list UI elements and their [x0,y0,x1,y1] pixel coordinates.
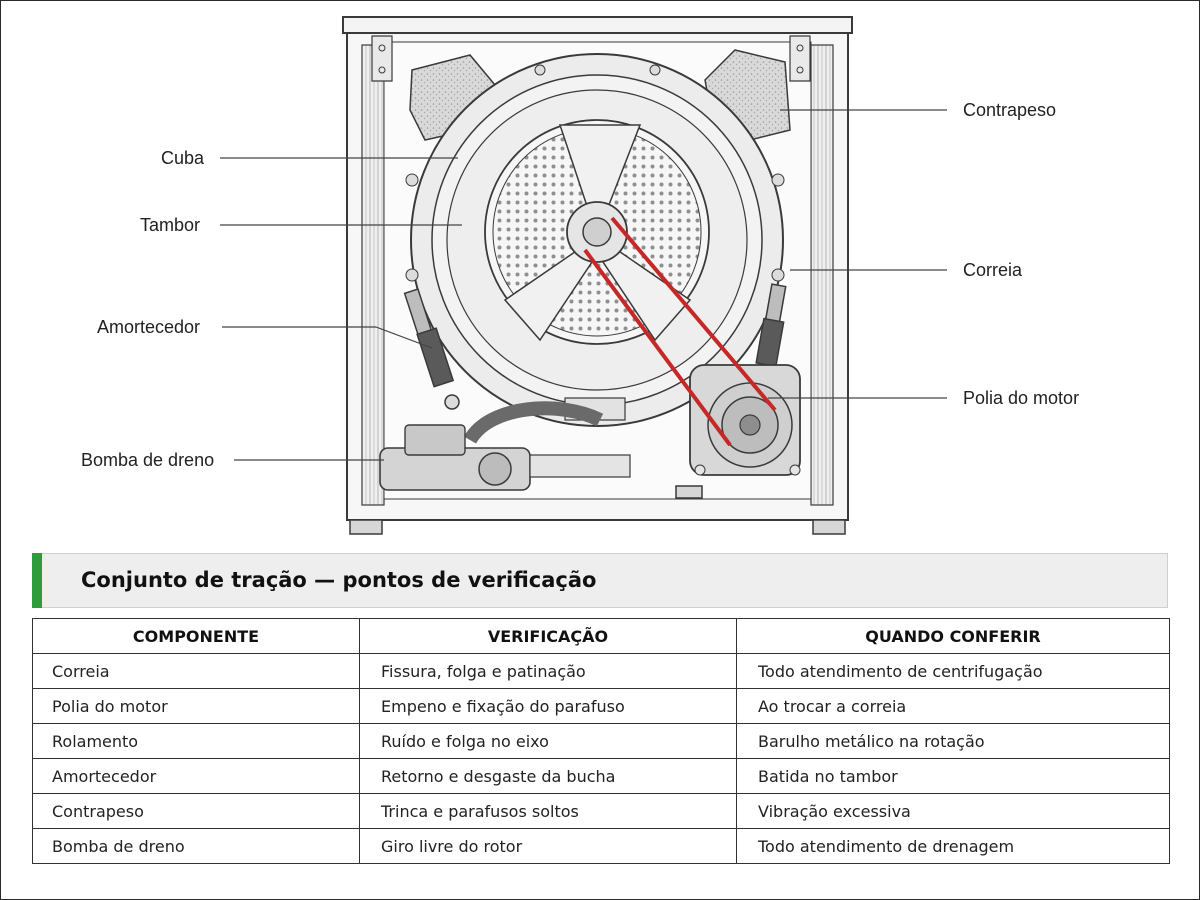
cell-componente: Correia [32,653,360,689]
drum [484,119,710,345]
header-verificacao: VERIFICAÇÃO [359,618,737,654]
cell-quando-conferir: Barulho metálico na rotação [736,723,1170,759]
table-row: Contrapeso Trinca e parafusos soltos Vib… [32,793,1170,829]
table-header-row: COMPONENTE VERIFICAÇÃO QUANDO CONFERIR [32,618,1170,654]
label-polia-do-motor: Polia do motor [963,388,1080,408]
table-row: Correia Fissura, folga e patinação Todo … [32,653,1170,689]
drive-belt [583,216,777,447]
cell-componente: Bomba de dreno [32,828,360,864]
washing-machine-diagram [220,16,947,535]
header-quando-conferir: QUANDO CONFERIR [736,618,1170,654]
table-row: Rolamento Ruído e folga no eixo Barulho … [32,723,1170,759]
checklist-table: COMPONENTE VERIFICAÇÃO QUANDO CONFERIR C… [32,618,1170,864]
cell-componente: Polia do motor [32,688,360,724]
label-bomba-de-dreno: Bomba de dreno [81,450,215,470]
label-contrapeso: Contrapeso [963,100,1057,120]
label-cuba: Cuba [161,148,205,168]
label-tambor: Tambor [140,215,201,235]
cell-componente: Contrapeso [32,793,360,829]
section-header: Conjunto de tração — pontos de verificaç… [32,553,1168,608]
cell-componente: Amortecedor [32,758,360,794]
cell-quando-conferir: Vibração excessiva [736,793,1170,829]
table-row: Polia do motor Empeno e fixação do paraf… [32,688,1170,724]
cell-verificacao: Giro livre do rotor [359,828,737,864]
label-correia: Correia [963,260,1023,280]
cell-quando-conferir: Ao trocar a correia [736,688,1170,724]
motor [689,364,801,476]
cell-verificacao: Empeno e fixação do parafuso [359,688,737,724]
header-componente: COMPONENTE [32,618,360,654]
drain-pump [379,401,631,491]
section-title: Conjunto de tração — pontos de verificaç… [81,568,597,592]
cell-componente: Rolamento [32,723,360,759]
cell-verificacao: Fissura, folga e patinação [359,653,737,689]
leader-lines [220,109,947,461]
shock-absorbers [403,283,787,410]
cell-verificacao: Trinca e parafusos soltos [359,793,737,829]
cell-quando-conferir: Todo atendimento de drenagem [736,828,1170,864]
table-row: Amortecedor Retorno e desgaste da bucha … [32,758,1170,794]
cell-verificacao: Ruído e folga no eixo [359,723,737,759]
cell-quando-conferir: Todo atendimento de centrifugação [736,653,1170,689]
section-accent-bar [32,553,42,608]
cell-quando-conferir: Batida no tambor [736,758,1170,794]
cell-verificacao: Retorno e desgaste da bucha [359,758,737,794]
label-amortecedor: Amortecedor [97,317,201,337]
table-row: Bomba de dreno Giro livre do rotor Todo … [32,828,1170,864]
